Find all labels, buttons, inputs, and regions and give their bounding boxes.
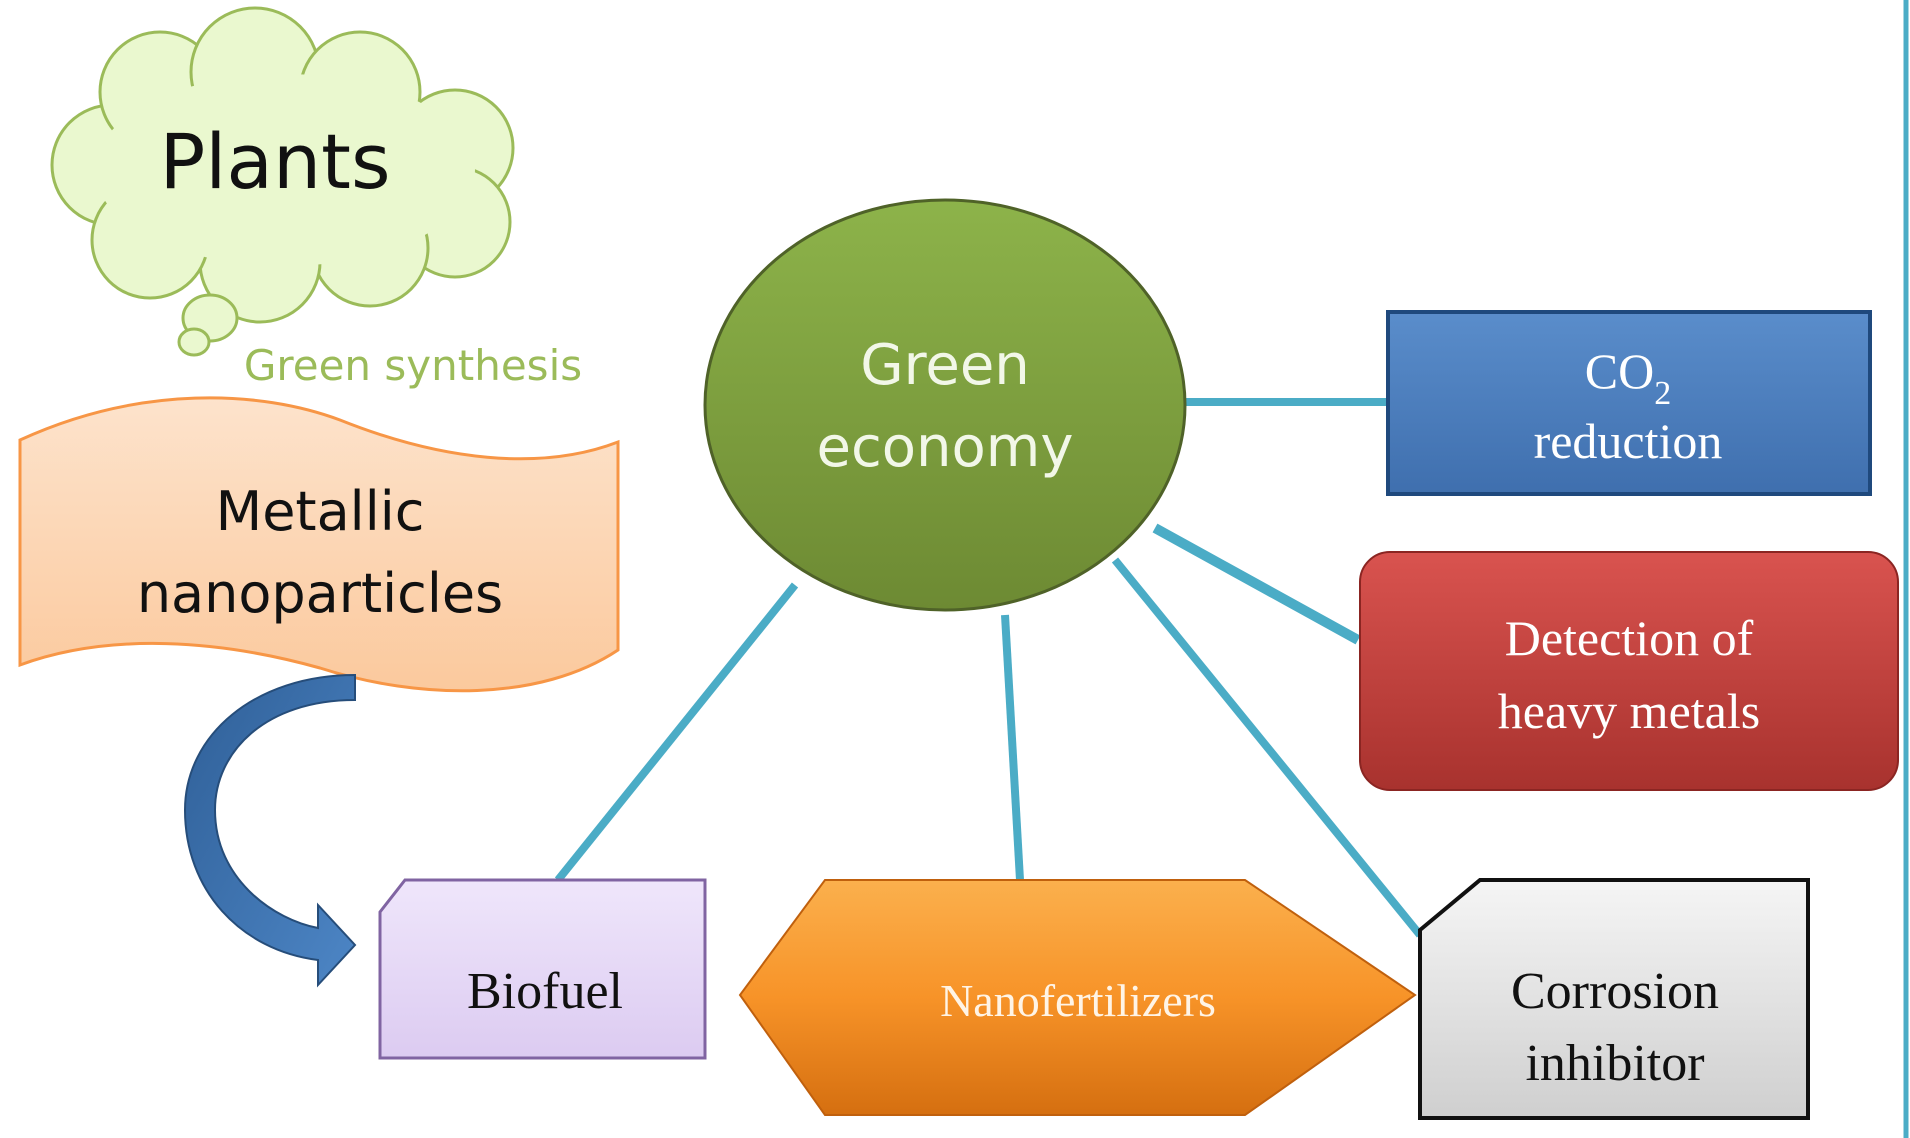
biofuel-label: Biofuel xyxy=(467,963,623,1020)
metallic-nanoparticles-banner: Metallic nanoparticles xyxy=(18,396,620,693)
green-economy-line1: Green xyxy=(860,333,1030,398)
green-economy-node: Green economy xyxy=(703,198,1187,612)
curved-arrow-icon xyxy=(183,673,357,988)
co2-reduction-node: CO2 reduction xyxy=(1386,310,1872,496)
biofuel-node: Biofuel xyxy=(378,878,707,1060)
green-economy-line2: economy xyxy=(817,415,1074,480)
heavy-metals-line1: Detection of xyxy=(1505,610,1754,666)
co2-main: CO xyxy=(1585,343,1654,399)
connector-biofuel xyxy=(554,582,799,883)
corrosion-line2: inhibitor xyxy=(1525,1035,1704,1092)
plants-label: Plants xyxy=(159,117,390,206)
co2-reduction-label: reduction xyxy=(1534,413,1723,469)
heavy-metals-line2: heavy metals xyxy=(1498,683,1760,739)
co2-label: CO2 xyxy=(1585,343,1671,412)
corrosion-inhibitor-node: Corrosion inhibitor xyxy=(1418,878,1810,1120)
connector-nanofertilizers xyxy=(1001,614,1024,881)
corrosion-line1: Corrosion xyxy=(1511,963,1719,1020)
connector-corrosion xyxy=(1111,557,1424,938)
metallic-label: Metallic xyxy=(216,480,425,543)
green-synthesis-label: Green synthesis xyxy=(244,341,582,390)
nanoparticles-label: nanoparticles xyxy=(137,562,503,625)
nanofertilizers-label: Nanofertilizers xyxy=(940,975,1216,1026)
plants-cloud: Plants xyxy=(50,6,515,357)
connectors xyxy=(554,398,1424,938)
nanofertilizers-node: Nanofertilizers xyxy=(738,879,1417,1116)
co2-subscript: 2 xyxy=(1654,375,1671,412)
heavy-metals-node: Detection of heavy metals xyxy=(1359,551,1899,791)
connector-heavy-metals xyxy=(1152,523,1361,645)
